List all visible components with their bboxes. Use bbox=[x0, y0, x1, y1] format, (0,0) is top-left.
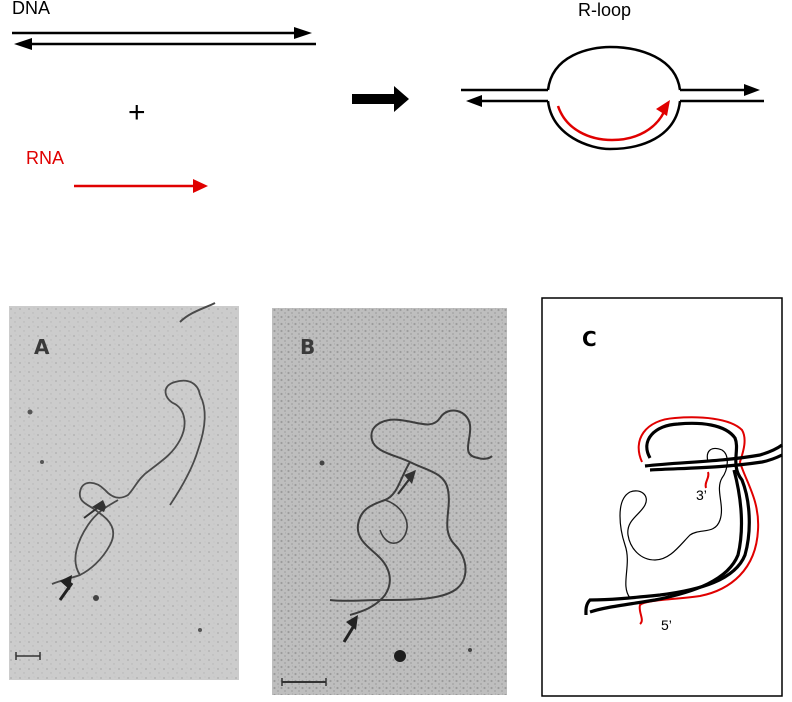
panel-b-label: B bbox=[300, 335, 315, 359]
r-loop-diagram bbox=[461, 45, 764, 151]
micrograph-b bbox=[272, 308, 507, 695]
three-prime-label: 3’ bbox=[696, 487, 707, 503]
rna-label: RNA bbox=[26, 148, 65, 168]
plus-sign: + bbox=[128, 96, 146, 129]
tracing-panel-c bbox=[541, 297, 783, 697]
reaction-arrow bbox=[352, 86, 409, 112]
five-prime-label: 5’ bbox=[661, 617, 672, 633]
r-loop-label: R-loop bbox=[578, 0, 632, 20]
panel-a-label: A bbox=[34, 335, 50, 359]
panel-c-label: C bbox=[582, 327, 597, 351]
rna-strand bbox=[74, 179, 208, 193]
dna-duplex bbox=[12, 27, 316, 50]
dna-label: DNA bbox=[12, 0, 51, 18]
micrograph-a bbox=[9, 302, 239, 680]
